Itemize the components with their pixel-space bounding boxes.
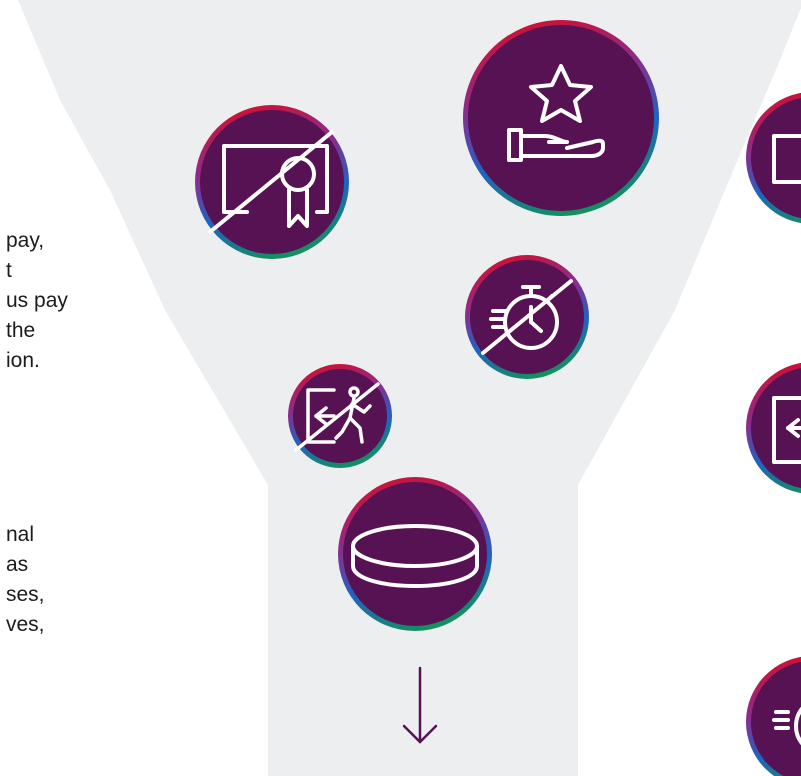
text-line: ion. (6, 349, 40, 372)
partial-right-icon-2 (746, 362, 801, 494)
partial-right-icon-1 (746, 92, 801, 224)
text-line: nal (6, 523, 35, 546)
text-line: ves, (6, 613, 45, 636)
funnel-background (18, 0, 801, 776)
crossed-stopwatch-icon (465, 255, 589, 379)
text-block-2: nal as ses, ves, (6, 520, 45, 640)
partial-right-icon-3 (746, 656, 801, 776)
text-line: t (6, 259, 12, 282)
text-line: us pay (6, 289, 68, 312)
text-line: ses, (6, 583, 45, 606)
crossed-certificate-icon (195, 105, 349, 259)
text-line: as (6, 553, 29, 576)
star-in-hand-icon (463, 20, 659, 216)
down-arrow-icon (402, 666, 438, 744)
text-line: pay, (6, 229, 45, 252)
coin-disc-icon (338, 477, 492, 631)
text-block-1: pay, t us pay the ion. (6, 226, 68, 376)
text-line: the (6, 319, 36, 342)
crossed-exit-person-icon (288, 364, 392, 468)
